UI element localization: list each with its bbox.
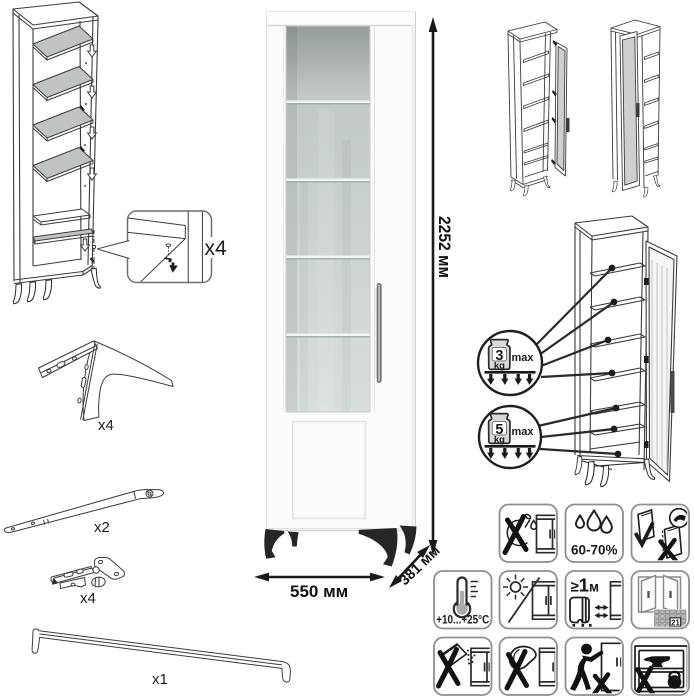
svg-text:≥1м: ≥1м — [571, 575, 600, 596]
svg-text:60-70%: 60-70% — [571, 543, 618, 558]
svg-text:x2: x2 — [94, 519, 110, 536]
svg-text:2252 мм: 2252 мм — [435, 216, 454, 278]
svg-text:kg: kg — [494, 435, 505, 446]
svg-text:x1: x1 — [152, 671, 168, 688]
svg-text:max: max — [512, 352, 535, 364]
svg-text:kg: kg — [494, 361, 505, 372]
svg-text:x4: x4 — [205, 237, 228, 260]
svg-text:x4: x4 — [98, 417, 114, 434]
svg-text:max: max — [512, 426, 535, 438]
svg-text:5: 5 — [495, 422, 503, 438]
svg-text:+10...+25°C: +10...+25°C — [436, 613, 489, 627]
svg-text:3: 3 — [495, 348, 503, 364]
svg-text:x4: x4 — [80, 590, 96, 607]
svg-text:550 мм: 550 мм — [290, 582, 348, 601]
svg-text:21: 21 — [671, 618, 680, 627]
